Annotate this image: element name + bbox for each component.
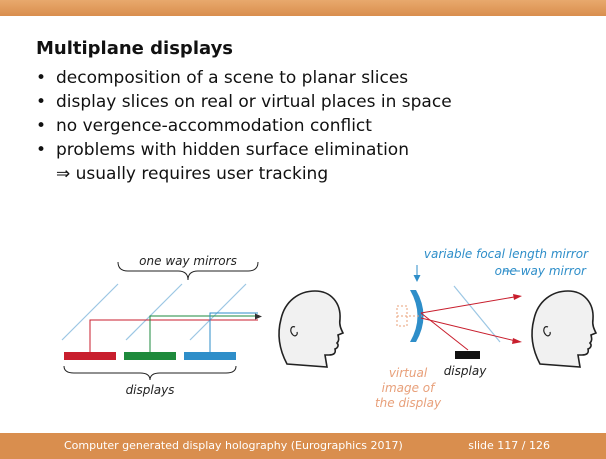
- bullet-text: decomposition of a scene to planar slice…: [56, 68, 409, 88]
- one-way-mirror-right: [453, 285, 501, 343]
- bullet-dot: •: [36, 116, 47, 136]
- virtual-image-label-line-3: the display: [375, 396, 442, 410]
- multiplane-diagram: one way mirrors displays variable focal …: [61, 247, 598, 410]
- left-diagram: one way mirrors displays: [61, 254, 345, 397]
- sub-bullet-text: ⇒ usually requires user tracking: [56, 164, 329, 184]
- ray-display-to-mirror: [420, 312, 469, 351]
- display-label: display: [444, 364, 488, 378]
- displays-label: displays: [126, 383, 175, 397]
- head-silhouette-icon: [278, 290, 345, 368]
- one-way-mirror-1: [61, 283, 119, 341]
- one-way-mirror-label: one way mirror: [495, 264, 587, 278]
- virtual-image-label-line-1: virtual: [389, 366, 428, 380]
- bullet-item: • problems with hidden surface eliminatio…: [36, 138, 452, 186]
- slide-title: Multiplane displays: [36, 38, 234, 59]
- one-way-mirror-3: [189, 283, 247, 341]
- one-way-mirror-2: [125, 283, 183, 341]
- ray-red: [89, 319, 258, 352]
- footer-title: Computer generated display holography (E…: [64, 439, 403, 452]
- bullet-dot: •: [36, 92, 47, 112]
- bullet-dot: •: [36, 68, 47, 88]
- right-diagram: variable focal length mirror one way mir…: [375, 247, 598, 410]
- slide-footer: Computer generated display holography (E…: [0, 433, 606, 459]
- top-accent-bar: [0, 0, 606, 16]
- virtual-image-label-line-2: image of: [382, 381, 437, 395]
- ray-reflected-lower: [420, 317, 521, 343]
- bullet-item: • display slices on real or virtual place…: [36, 90, 452, 114]
- mirrors-brace: [117, 261, 259, 281]
- ray-arrowhead-upper: [513, 294, 522, 300]
- displays-brace: [63, 365, 237, 381]
- display-black: [455, 351, 480, 359]
- slide-number: slide 117 / 126: [468, 439, 550, 452]
- display-blue: [184, 352, 236, 360]
- display-green: [124, 352, 176, 360]
- bullet-item: • decomposition of a scene to planar slic…: [36, 66, 452, 90]
- display-red: [64, 352, 116, 360]
- bullet-text: problems with hidden surface elimination: [56, 140, 409, 160]
- bullet-list: • decomposition of a scene to planar slic…: [36, 66, 452, 186]
- ray-blue: [209, 312, 258, 352]
- slide-content: Multiplane displays • decomposition of a …: [0, 16, 606, 433]
- ray-green: [149, 315, 258, 352]
- variable-focal-mirror: [410, 290, 424, 342]
- focal-mirror-pointer-arrowhead: [413, 275, 421, 282]
- bullet-dot: •: [36, 140, 47, 160]
- ray-reflected-upper: [420, 295, 521, 314]
- ray-arrowhead-lower: [512, 338, 522, 344]
- bullet-text: no vergence-accommodation conflict: [56, 116, 372, 136]
- bullet-text: display slices on real or virtual places…: [56, 92, 452, 112]
- bullet-item: • no vergence-accommodation conflict: [36, 114, 452, 138]
- ray-arrowhead: [255, 313, 262, 320]
- mirrors-label: one way mirrors: [139, 254, 237, 268]
- focal-mirror-label: variable focal length mirror: [424, 247, 589, 261]
- head-silhouette-icon: [531, 290, 598, 368]
